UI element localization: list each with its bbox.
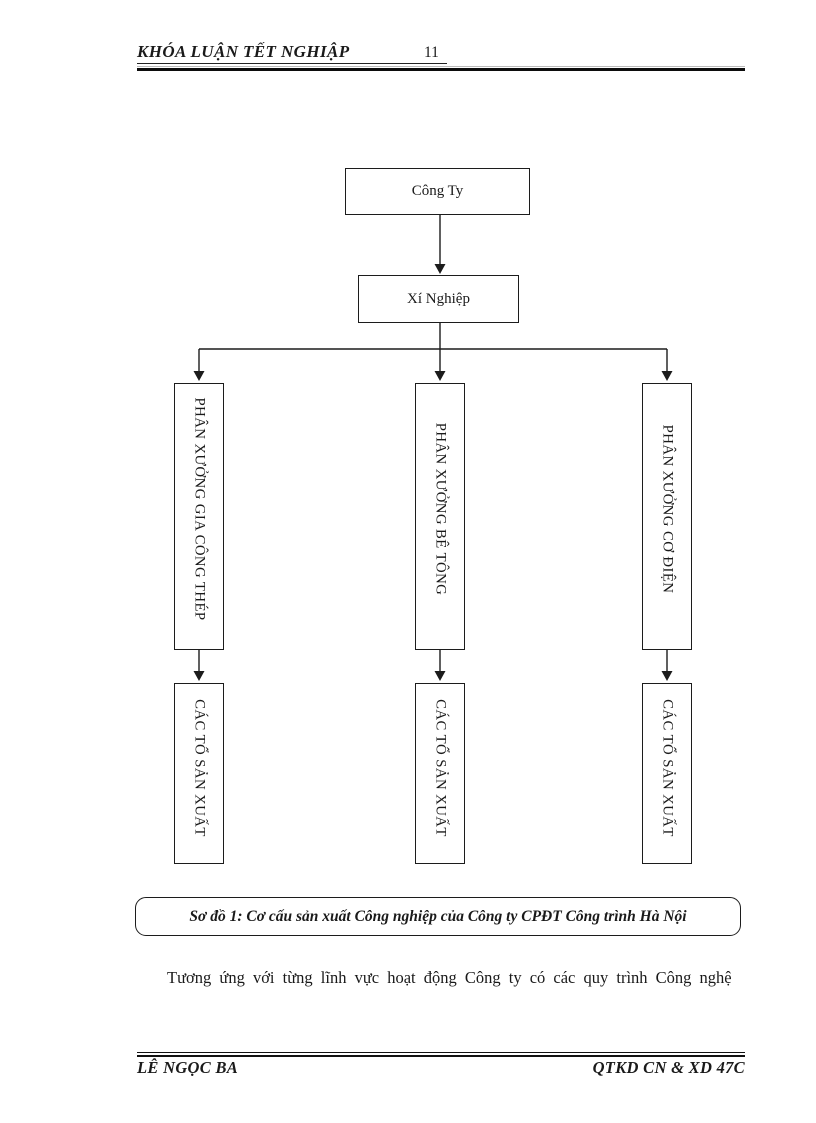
node-workshop-steel: PHÂN XƯỞNG GIA CÔNG THÉP	[174, 383, 224, 650]
node-workshop-electromech-label: PHÂN XƯỞNG CƠ ĐIỆN	[659, 424, 676, 593]
page-title: KHÓA LUẬN TẾT NGHIẬP	[137, 42, 350, 61]
node-teams-middle-label: CÁC TỔ SẢN XUẤT	[432, 699, 449, 837]
node-teams-right: CÁC TỔ SẢN XUẤT	[642, 683, 692, 864]
footer-class-code: QTKD CN & XD 47C	[592, 1058, 745, 1077]
footer-rule-top	[137, 1052, 745, 1054]
node-workshop-concrete-label: PHÂN XƯỞNG BÊ TÔNG	[432, 422, 449, 595]
page-number: 11	[424, 44, 439, 61]
node-workshop-steel-label: PHÂN XƯỞNG GIA CÔNG THÉP	[191, 397, 208, 621]
node-workshop-concrete: PHÂN XƯỞNG BÊ TÔNG	[415, 383, 465, 650]
footer-rule-bottom	[137, 1055, 745, 1057]
node-company: Công Ty	[345, 168, 530, 215]
node-teams-middle: CÁC TỔ SẢN XUẤT	[415, 683, 465, 864]
header-rule-light	[137, 65, 745, 67]
node-enterprise-label: Xí Nghiệp	[407, 290, 470, 307]
header-rule-heavy	[137, 67, 745, 71]
node-teams-left: CÁC TỔ SẢN XUẤT	[174, 683, 224, 864]
node-workshop-electromech: PHÂN XƯỞNG CƠ ĐIỆN	[642, 383, 692, 650]
diagram-caption-box: Sơ đồ 1: Cơ cấu sản xuất Công nghiệp của…	[135, 897, 741, 936]
node-teams-left-label: CÁC TỔ SẢN XUẤT	[191, 699, 208, 837]
footer: LÊ NGỌC BA QTKD CN & XD 47C	[137, 1058, 745, 1078]
header-underline	[137, 63, 447, 65]
body-paragraph: Tương ứng với từng lĩnh vực hoạt động Cô…	[167, 968, 732, 987]
diagram-caption: Sơ đồ 1: Cơ cấu sản xuất Công nghiệp của…	[189, 907, 687, 925]
node-enterprise: Xí Nghiệp	[358, 275, 519, 323]
node-company-label: Công Ty	[411, 183, 464, 199]
node-teams-right-label: CÁC TỔ SẢN XUẤT	[659, 699, 676, 837]
footer-author: LÊ NGỌC BA	[137, 1058, 239, 1077]
